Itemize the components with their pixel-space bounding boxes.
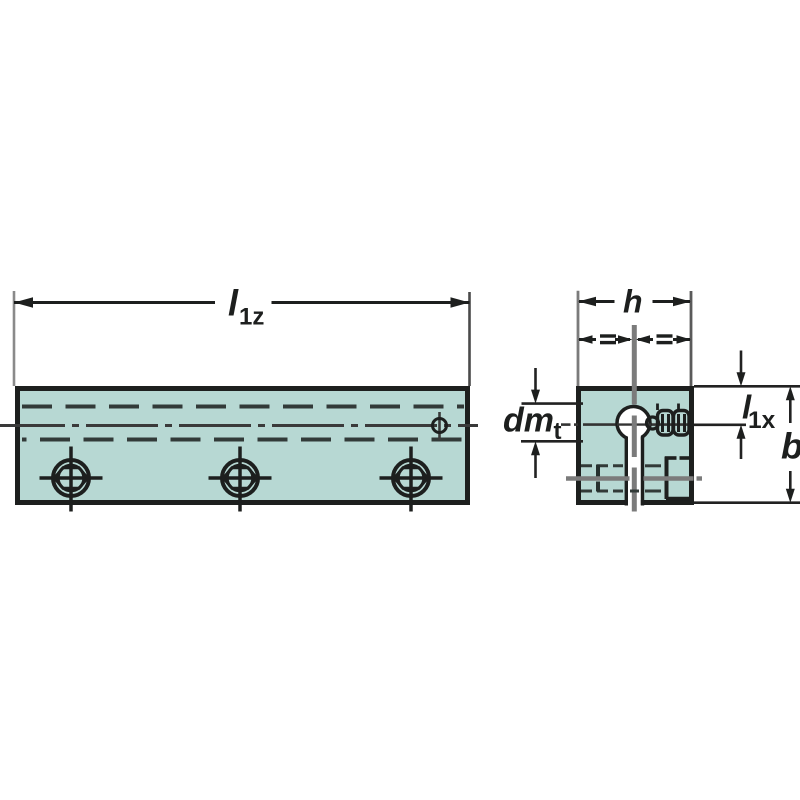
svg-text:h: h: [623, 284, 643, 320]
svg-text:l: l: [742, 389, 752, 426]
svg-text:l: l: [228, 283, 239, 324]
svg-text:b: b: [781, 426, 800, 467]
svg-text:1x: 1x: [748, 407, 776, 434]
svg-text:dm: dm: [503, 402, 554, 440]
svg-text:t: t: [554, 418, 562, 445]
svg-text:1z: 1z: [239, 304, 264, 331]
